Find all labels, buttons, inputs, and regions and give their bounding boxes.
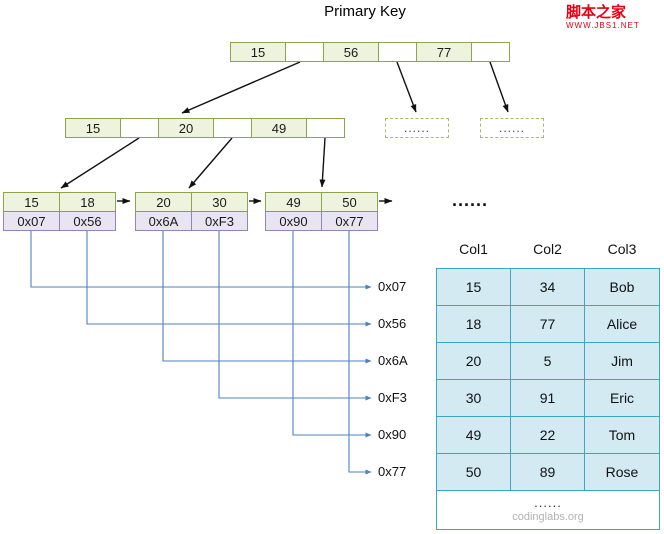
table-cell-r5c2: Rose [584, 453, 660, 491]
table-cell-r0c2: Bob [584, 268, 660, 306]
leaf1-key-0: 15 [3, 192, 60, 212]
root-pointer-2 [471, 42, 510, 62]
root-key-0: 15 [230, 42, 286, 62]
table-cell-r5c0: 50 [436, 453, 511, 491]
site-logo: 脚本之家 WWW.JBS1.NET [566, 4, 640, 31]
table-cell-r1c1: 77 [510, 305, 585, 343]
internal-key-1: 20 [158, 118, 214, 138]
site-logo-url: WWW.JBS1.NET [566, 21, 640, 30]
table-cell-r2c0: 20 [436, 342, 511, 380]
leaf1-key-1: 18 [59, 192, 116, 212]
internal-key-2: 49 [251, 118, 307, 138]
table-cell-r2c1: 5 [510, 342, 585, 380]
internal-pointer-2 [306, 118, 345, 138]
leaf2-key-1: 30 [191, 192, 248, 212]
table-cell-r3c0: 30 [436, 379, 511, 417]
leaf-chain-ellipsis: ...... [452, 190, 489, 210]
leaf1-ptr-0: 0x07 [3, 211, 60, 231]
table-header-col2: Col2 [533, 241, 562, 257]
table-cell-r4c1: 22 [510, 416, 585, 454]
record-address-3: 0xF3 [378, 390, 407, 405]
table-header-col3: Col3 [607, 241, 637, 257]
leaf3-key-0: 49 [265, 192, 322, 212]
leaf2-key-0: 20 [135, 192, 192, 212]
table-cell-r0c1: 34 [510, 268, 585, 306]
table-cell-r1c0: 18 [436, 305, 511, 343]
diagram-title: Primary Key [324, 3, 406, 20]
record-address-0: 0x07 [378, 279, 407, 294]
site-logo-name: 脚本之家 [566, 4, 627, 21]
leaf2-ptr-1: 0xF3 [191, 211, 248, 231]
leaf2-ptr-0: 0x6A [135, 211, 192, 231]
table-header-col1: Col1 [459, 241, 488, 257]
table-cell-r0c0: 15 [436, 268, 511, 306]
leaf1-ptr-1: 0x56 [59, 211, 116, 231]
table-cell-r3c2: Eric [584, 379, 660, 417]
internal-pointer-0 [120, 118, 159, 138]
record-address-4: 0x90 [378, 427, 407, 442]
table-cell-r4c0: 49 [436, 416, 511, 454]
table-cell-r4c2: Tom [584, 416, 660, 454]
leaf3-ptr-1: 0x77 [321, 211, 378, 231]
watermark: codinglabs.org [512, 511, 584, 523]
root-key-2: 77 [416, 42, 472, 62]
table-cell-r2c2: Jim [584, 342, 660, 380]
table-footer-ellipsis: ...... [534, 495, 562, 510]
table-cell-r1c2: Alice [584, 305, 660, 343]
table-cell-r5c1: 89 [510, 453, 585, 491]
record-address-2: 0x6A [378, 353, 408, 368]
leaf3-key-1: 50 [321, 192, 378, 212]
record-address-1: 0x56 [378, 316, 407, 331]
table-footer-row: ...... codinglabs.org [436, 490, 660, 530]
root-pointer-1 [378, 42, 417, 62]
collapsed-node-1: ...... [480, 118, 544, 138]
record-pointer-lines [30, 231, 372, 475]
record-address-5: 0x77 [378, 464, 407, 479]
table-cell-r3c1: 91 [510, 379, 585, 417]
internal-pointer-1 [213, 118, 252, 138]
internal-key-0: 15 [65, 118, 121, 138]
collapsed-node-0: ...... [385, 118, 449, 138]
root-pointer-0 [285, 42, 324, 62]
root-key-1: 56 [323, 42, 379, 62]
leaf3-ptr-0: 0x90 [265, 211, 322, 231]
